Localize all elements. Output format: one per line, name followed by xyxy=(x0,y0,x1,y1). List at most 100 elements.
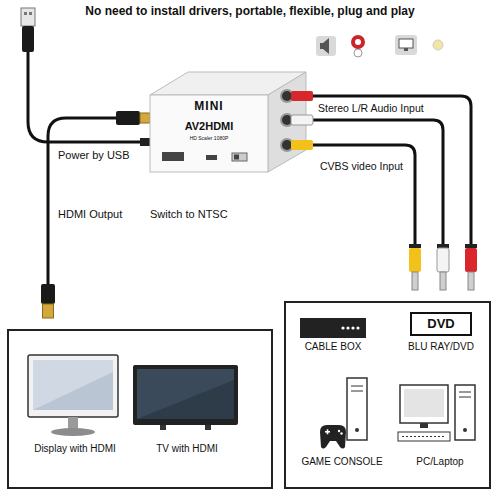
node-caption: GAME CONSOLE xyxy=(301,456,382,468)
tv-picture xyxy=(205,425,211,430)
hdmi-cable xyxy=(116,111,140,125)
rca-cable xyxy=(313,145,415,246)
cable-box-picture xyxy=(346,326,349,329)
game-console-picture xyxy=(340,432,342,434)
cable-box-picture xyxy=(351,326,354,329)
rca-icon xyxy=(354,49,362,57)
pc-picture xyxy=(400,385,448,423)
converter-housing xyxy=(206,155,217,160)
cable-box-picture xyxy=(300,318,366,338)
callout-label: Stereo L/R Audio Input xyxy=(316,102,426,115)
video-dot-icon xyxy=(433,40,443,50)
converter-housing xyxy=(232,153,247,161)
rca-cable xyxy=(313,96,471,246)
converter-housing xyxy=(162,152,184,161)
usb-cable xyxy=(140,138,150,146)
pc-picture xyxy=(420,423,428,428)
rca-plug xyxy=(440,272,446,290)
display-device: TV with HDMI xyxy=(130,352,244,458)
callout-label: Power by USB xyxy=(56,149,132,162)
rca-cable xyxy=(291,140,313,150)
rca-plug xyxy=(468,272,474,290)
rca-plug xyxy=(465,244,477,248)
pc-picture xyxy=(398,432,450,441)
output-panel xyxy=(8,330,272,488)
rca-plug xyxy=(437,248,449,272)
node-caption: CABLE BOX xyxy=(305,341,362,353)
rca-cable xyxy=(291,91,313,101)
source-device: PC/Laptop xyxy=(392,374,488,474)
game-console-picture xyxy=(338,430,340,432)
rca-plug xyxy=(437,244,449,248)
monitor-picture xyxy=(28,355,118,436)
node-caption: HD Scaler 1080P xyxy=(190,135,229,141)
usb-cable xyxy=(21,8,150,146)
rca-cable xyxy=(291,115,313,125)
node-caption: BLU RAY/DVD xyxy=(408,341,474,353)
monitor-icon xyxy=(395,35,417,55)
hdmi-cable xyxy=(140,113,150,123)
pc-picture xyxy=(463,428,467,432)
node-caption: TV with HDMI xyxy=(156,443,218,455)
node-caption: PC/Laptop xyxy=(416,456,463,468)
hdmi-cable xyxy=(48,118,118,286)
rca-plug xyxy=(412,272,418,290)
source-device: GAME CONSOLE xyxy=(290,374,394,474)
pc-picture xyxy=(398,385,475,441)
converter-housing xyxy=(234,155,239,160)
hdmi-cable xyxy=(41,284,55,304)
callout-label: CVBS video Input xyxy=(318,160,405,173)
rca-plug xyxy=(465,248,477,272)
monitor-icon xyxy=(404,48,408,51)
pc-picture xyxy=(455,385,475,440)
usb-cable xyxy=(21,8,35,26)
pc-picture xyxy=(459,397,471,398)
rca-cable xyxy=(313,120,443,246)
speaker-icon xyxy=(316,36,336,56)
rca-icon xyxy=(355,39,361,45)
game-console-picture xyxy=(320,378,367,449)
source-panel xyxy=(285,302,490,488)
monitor-picture xyxy=(33,360,113,410)
usb-cable xyxy=(28,50,142,142)
game-console-picture xyxy=(320,425,346,449)
usb-cable xyxy=(29,12,32,15)
rca-cable xyxy=(291,91,471,246)
display-device: Display with HDMI xyxy=(20,352,130,458)
source-device: DVDBLU RAY/DVD xyxy=(398,312,484,360)
node-caption: Display with HDMI xyxy=(34,443,116,455)
tv-picture xyxy=(137,369,234,419)
game-console-picture xyxy=(351,386,363,387)
rca-icon xyxy=(351,35,365,49)
tv-picture xyxy=(160,425,166,430)
game-console-picture xyxy=(347,378,367,440)
speaker-icon xyxy=(316,36,336,56)
game-console-picture xyxy=(327,429,329,434)
callout-label: Switch to NTSC xyxy=(148,208,230,221)
video-dot-icon xyxy=(433,40,443,50)
game-console-picture xyxy=(355,428,359,432)
monitor-picture xyxy=(68,417,78,429)
game-console-picture xyxy=(351,391,363,392)
hdmi-cable xyxy=(43,304,54,318)
tv-picture xyxy=(133,365,238,425)
source-panel xyxy=(285,302,490,488)
node-caption: MINI xyxy=(194,99,223,113)
rca-plug xyxy=(409,244,421,248)
page-title: No need to install drivers, portable, fl… xyxy=(0,4,500,18)
monitor-icon xyxy=(399,39,413,48)
pc-picture xyxy=(404,389,444,417)
converter-housing xyxy=(150,72,306,172)
hdmi-cable xyxy=(41,111,150,318)
rca-icon xyxy=(351,35,365,57)
monitor-icon xyxy=(395,35,417,55)
callout-label: HDMI Output xyxy=(56,208,124,221)
pc-picture xyxy=(459,392,471,393)
tv-picture xyxy=(133,365,238,430)
converter-box: MINIAV2HDMIHD Scaler 1080P xyxy=(150,95,268,172)
source-device: CABLE BOX xyxy=(292,314,374,360)
monitor-picture xyxy=(28,355,118,417)
